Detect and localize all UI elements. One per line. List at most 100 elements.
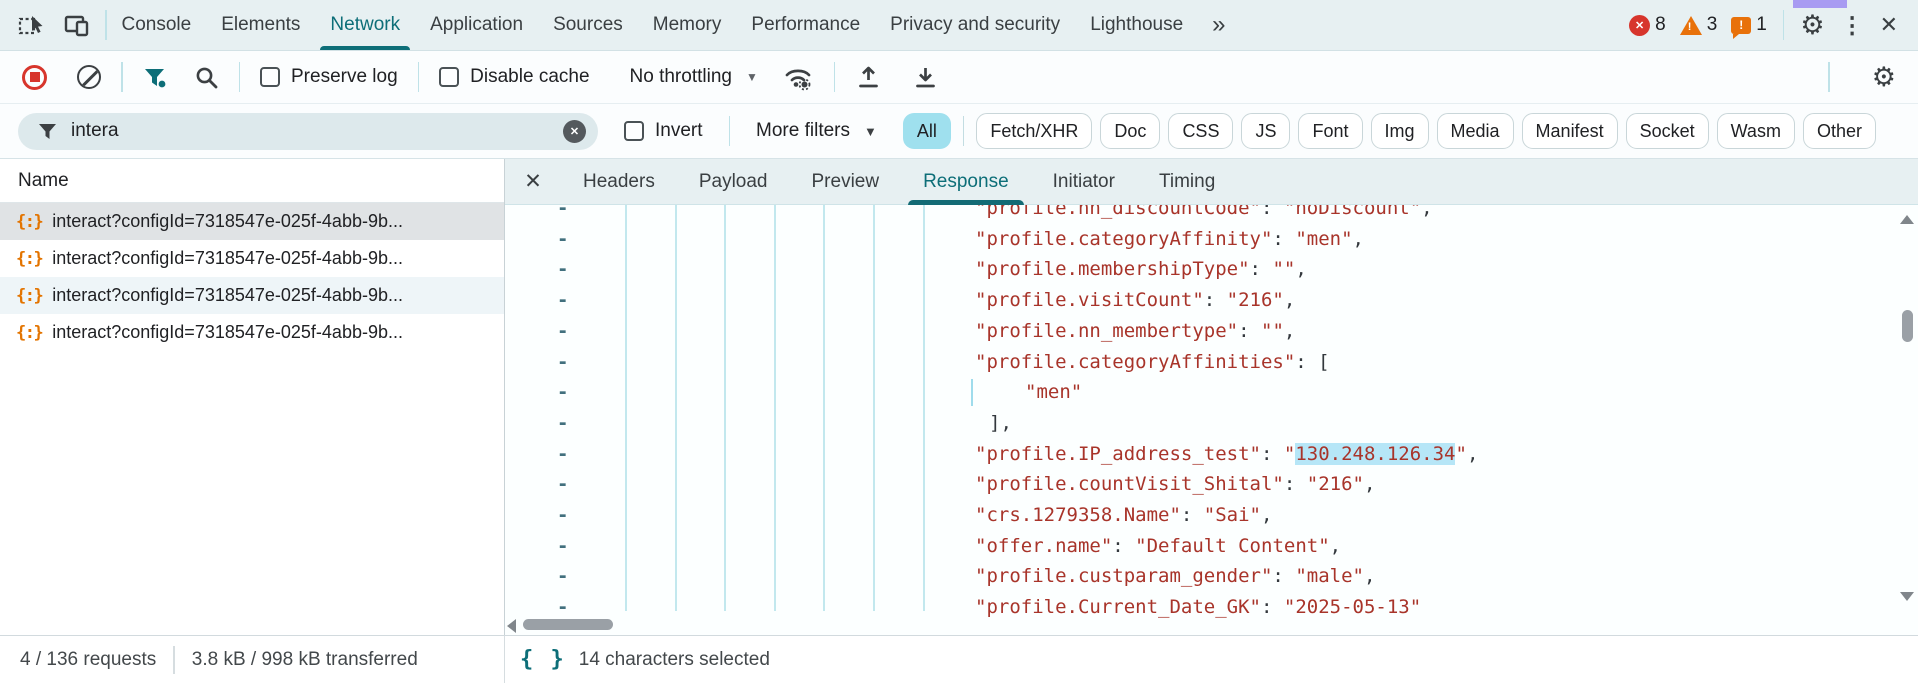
response-line[interactable]: -"profile.custparam_gender": "male", xyxy=(505,561,1918,592)
preserve-log-toggle[interactable]: Preserve log xyxy=(260,66,398,88)
issues-badge[interactable]: ! 1 xyxy=(1731,14,1767,39)
tab-network[interactable]: Network xyxy=(315,0,415,50)
filter-chip-other[interactable]: Other xyxy=(1802,113,1876,149)
detail-tab-timing[interactable]: Timing xyxy=(1158,170,1216,192)
filter-funnel-icon[interactable] xyxy=(143,65,168,90)
tab-elements[interactable]: Elements xyxy=(221,14,301,35)
tab-console[interactable]: Console xyxy=(121,14,192,35)
detail-tab-headers[interactable]: Headers xyxy=(583,170,655,192)
fold-marker-icon[interactable]: - xyxy=(557,411,569,434)
fold-marker-icon[interactable]: - xyxy=(557,289,569,312)
filter-chip-fetch-xhr[interactable]: Fetch/XHR xyxy=(976,113,1093,149)
console-errors-badge[interactable]: ✕ 8 xyxy=(1629,14,1666,36)
network-conditions-icon[interactable] xyxy=(782,63,814,91)
filter-chip-font[interactable]: Font xyxy=(1298,113,1363,149)
detail-tab-payload[interactable]: Payload xyxy=(698,170,768,192)
clear-filter-icon[interactable]: ✕ xyxy=(563,119,586,143)
search-icon[interactable] xyxy=(194,65,219,90)
filter-input[interactable] xyxy=(71,120,549,142)
more-tabs-icon[interactable]: » xyxy=(1212,11,1225,38)
tab-memory[interactable]: Memory xyxy=(652,14,722,35)
response-editor[interactable]: -"profile.nn_discountCode": "noDiscount"… xyxy=(505,205,1918,635)
fold-marker-icon[interactable]: - xyxy=(557,350,569,373)
tab-performance[interactable]: Performance xyxy=(751,14,861,35)
scroll-left-arrow[interactable] xyxy=(507,619,516,633)
tab-sources[interactable]: Sources xyxy=(553,14,623,35)
fold-marker-icon[interactable]: - xyxy=(557,227,569,250)
braces-icon[interactable]: { } xyxy=(520,647,566,672)
network-settings-gear-icon[interactable]: ⚙ xyxy=(1871,61,1896,92)
settings-gear-icon[interactable]: ⚙ xyxy=(1800,9,1825,40)
response-line[interactable]: -"profile.nn_discountCode": "noDiscount"… xyxy=(505,205,1918,224)
filter-chip-all[interactable]: All xyxy=(902,113,951,149)
status-bar: 4 / 136 requests 3.8 kB / 998 kB transfe… xyxy=(0,635,1918,683)
filter-chip-manifest[interactable]: Manifest xyxy=(1521,113,1618,149)
response-line[interactable]: -"profile.categoryAffinities": [ xyxy=(505,347,1918,378)
vertical-scroll-thumb[interactable] xyxy=(1902,310,1913,342)
detail-tab-response[interactable]: Response xyxy=(901,159,1031,205)
request-row[interactable]: {:}interact?configId=7318547e-025f-4abb-… xyxy=(0,203,504,240)
tab-application[interactable]: Application xyxy=(430,14,524,35)
fold-marker-icon[interactable]: - xyxy=(557,442,569,465)
vertical-scrollbar[interactable] xyxy=(1896,205,1918,613)
fold-marker-icon[interactable]: - xyxy=(557,534,569,557)
fold-marker-icon[interactable]: - xyxy=(557,381,569,404)
tab-privacy-and-security[interactable]: Privacy and security xyxy=(890,14,1061,35)
fold-marker-icon[interactable]: - xyxy=(557,565,569,588)
response-line[interactable]: -"crs.1279358.Name": "Sai", xyxy=(505,500,1918,531)
detail-tab-preview[interactable]: Preview xyxy=(811,170,880,192)
filter-chip-css[interactable]: CSS xyxy=(1168,113,1234,149)
import-har-icon[interactable] xyxy=(855,64,882,91)
fold-marker-icon[interactable]: - xyxy=(557,205,569,219)
filter-chip-doc[interactable]: Doc xyxy=(1100,113,1161,149)
response-line[interactable]: -"profile.visitCount": "216", xyxy=(505,285,1918,316)
record-network-log-button[interactable] xyxy=(22,64,47,90)
response-line[interactable]: -"offer.name": "Default Content", xyxy=(505,531,1918,562)
filter-input-pill[interactable]: ✕ xyxy=(18,112,598,150)
response-line[interactable]: -"profile.categoryAffinity": "men", xyxy=(505,224,1918,255)
scroll-up-arrow[interactable] xyxy=(1900,215,1914,224)
disable-cache-toggle[interactable]: Disable cache xyxy=(439,66,590,88)
filter-chip-wasm[interactable]: Wasm xyxy=(1716,113,1795,149)
response-line[interactable]: -"profile.Current_Date_GK": "2025-05-13" xyxy=(505,592,1918,623)
close-detail-icon[interactable]: ✕ xyxy=(524,170,542,193)
horizontal-scroll-thumb[interactable] xyxy=(523,619,613,630)
response-line[interactable]: -"men" xyxy=(505,377,1918,408)
throttling-select[interactable]: No throttling ▼ xyxy=(630,66,758,88)
more-filters-dropdown[interactable]: More filters ▼ xyxy=(756,120,877,142)
request-row[interactable]: {:}interact?configId=7318547e-025f-4abb-… xyxy=(0,277,504,314)
invert-checkbox[interactable] xyxy=(624,121,644,141)
response-line[interactable]: -"profile.nn_membertype": "", xyxy=(505,316,1918,347)
request-row[interactable]: {:}interact?configId=7318547e-025f-4abb-… xyxy=(16,248,403,269)
clear-network-log-icon[interactable] xyxy=(77,65,101,89)
console-warnings-badge[interactable]: ! 3 xyxy=(1679,14,1717,36)
filter-chip-socket[interactable]: Socket xyxy=(1625,113,1709,149)
fold-marker-icon[interactable]: - xyxy=(557,319,569,342)
request-row[interactable]: {:}interact?configId=7318547e-025f-4abb-… xyxy=(16,322,403,343)
response-line[interactable]: -"profile.IP_address_test": "130.248.126… xyxy=(505,439,1918,470)
close-devtools-icon[interactable]: ✕ xyxy=(1879,12,1898,37)
device-toolbar-icon[interactable] xyxy=(63,12,91,39)
disable-cache-checkbox[interactable] xyxy=(439,67,460,87)
fold-marker-icon[interactable]: - xyxy=(557,504,569,526)
fold-marker-icon[interactable]: - xyxy=(557,258,569,281)
json-file-icon: {:} xyxy=(16,322,44,343)
fold-marker-icon[interactable]: - xyxy=(557,473,569,496)
invert-toggle[interactable]: Invert xyxy=(624,120,703,142)
kebab-menu-icon[interactable]: ⋮ xyxy=(1840,11,1864,38)
preserve-log-checkbox[interactable] xyxy=(260,67,280,87)
response-line[interactable]: -"profile.membershipType": "", xyxy=(505,254,1918,285)
filter-chip-img[interactable]: Img xyxy=(1370,113,1429,149)
response-line[interactable]: -"profile.countVisit_Shital": "216", xyxy=(505,469,1918,500)
detail-tab-initiator[interactable]: Initiator xyxy=(1052,170,1115,192)
fold-marker-icon[interactable]: - xyxy=(557,596,569,619)
scroll-down-arrow[interactable] xyxy=(1900,592,1914,601)
name-column-header[interactable]: Name xyxy=(0,159,504,203)
export-har-icon[interactable] xyxy=(912,64,939,91)
horizontal-scrollbar[interactable] xyxy=(505,617,1894,633)
inspect-element-icon[interactable] xyxy=(18,12,45,39)
filter-chip-media[interactable]: Media xyxy=(1436,113,1514,149)
tab-lighthouse[interactable]: Lighthouse xyxy=(1090,14,1184,35)
response-line[interactable]: -], xyxy=(505,408,1918,439)
filter-chip-js[interactable]: JS xyxy=(1241,113,1291,149)
